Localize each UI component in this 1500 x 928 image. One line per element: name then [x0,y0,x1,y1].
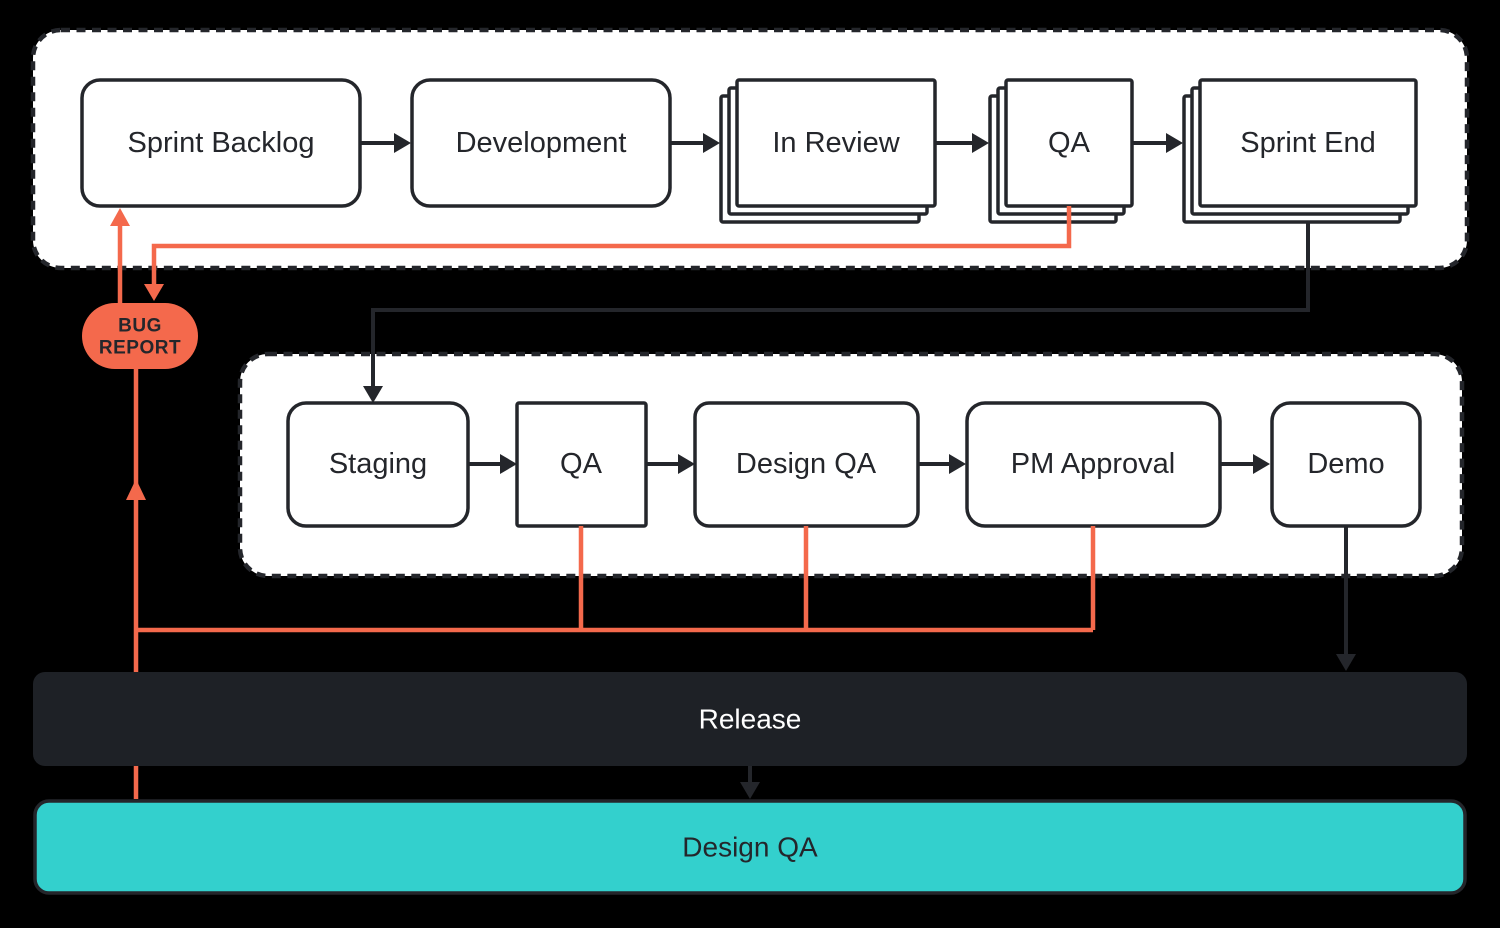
badge-label-line1: BUG [118,316,162,337]
node-label: Design QA [736,448,877,480]
arrowhead-down-icon [1336,654,1356,671]
arrowhead-down-icon [740,782,760,799]
node-label: Staging [329,448,427,480]
node-design-qa: Design QA [693,401,920,528]
node-in-review: In Review [719,78,937,224]
node-qa-review: QA [515,401,648,528]
node-label: QA [1048,127,1091,159]
edge-staging-to-qa [468,454,517,474]
edge-bug-report-to-sprint-backlog [110,208,130,303]
design-qa-bar: Design QA [33,799,1467,895]
node-development: Development [410,78,672,208]
arrowhead-down-icon [144,284,164,301]
edge-qa-to-sprint-end [1132,133,1183,153]
node-box [1270,401,1422,528]
node-label: QA [560,448,603,480]
arrowhead-right-icon [972,133,989,153]
edge-line [371,206,1310,386]
edge-qa-sprint-to-bug-report [144,206,1072,301]
node-label: Development [456,127,627,159]
arrowhead-right-icon [1166,133,1183,153]
edge-sprint-end-to-staging [363,206,1310,403]
edge-sprint-backlog-to-development [360,133,411,153]
edge-development-to-in-review [670,133,720,153]
node-qa-sprint: QA [988,78,1134,224]
node-label: Demo [1307,448,1384,480]
arrowhead-down-icon [363,386,383,403]
bug-report-badge: BUG REPORT [82,303,198,369]
badge-pill [82,303,198,369]
arrowhead-up-icon [126,479,146,500]
arrowhead-right-icon [1253,454,1270,474]
arrowhead-right-icon [394,133,411,153]
edge-release-to-design-qa-bar [740,766,760,799]
arrowhead-right-icon [703,133,720,153]
arrowhead-right-icon [678,454,695,474]
stack-card-front [1198,78,1418,208]
arrowhead-up-icon [110,208,130,226]
edge-demo-to-release [1336,526,1356,671]
badge-label-line2: REPORT [99,338,181,359]
edge-in-review-to-qa [935,133,989,153]
release-bar-box [33,672,1467,766]
edge-line [151,206,1072,284]
arrowhead-right-icon [949,454,966,474]
release-bar: Release [33,672,1467,766]
node-sprint-end: Sprint End [1182,78,1418,224]
edge-pm-approval-to-demo [1220,454,1270,474]
edge-qa-to-design-qa [646,454,695,474]
arrowhead-right-icon [500,454,517,474]
node-label: Sprint Backlog [128,127,315,159]
node-staging: Staging [286,401,470,528]
node-pm-approval: PM Approval [965,401,1222,528]
design-qa-bar-label: Design QA [682,832,818,863]
node-label: In Review [772,127,900,159]
node-label: PM Approval [1011,448,1175,480]
node-label: Sprint End [1240,127,1375,159]
release-bar-label: Release [699,704,802,735]
node-sprint-backlog: Sprint Backlog [80,78,362,208]
design-qa-bar-box [33,799,1467,895]
edge-design-qa-to-pm-approval [918,454,966,474]
node-demo: Demo [1270,401,1422,528]
